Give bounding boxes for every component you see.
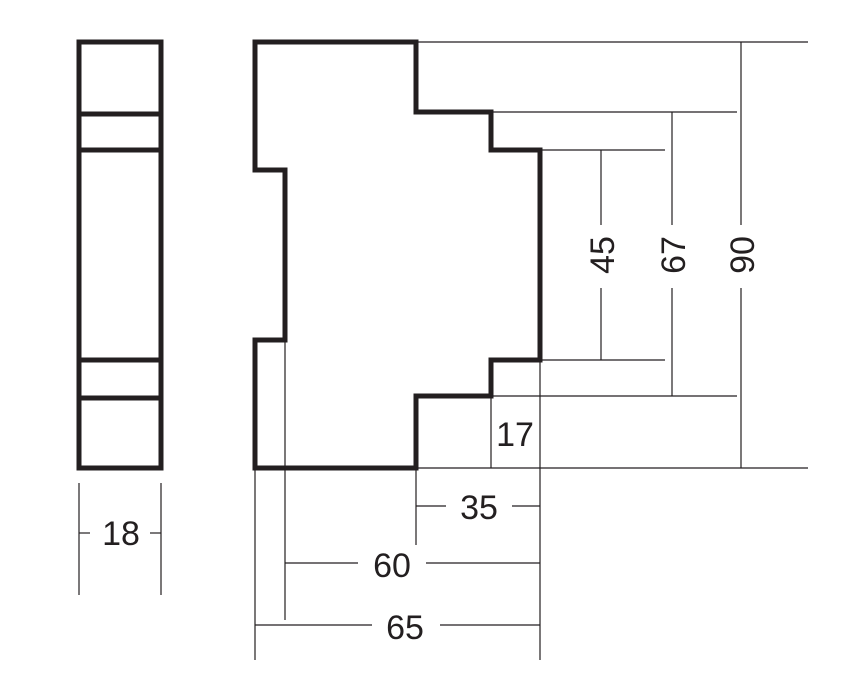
side-profile [252, 39, 543, 471]
dim-67: 67 [655, 236, 693, 274]
depth-dimensions: 35 60 65 17 [254, 340, 541, 660]
dim-60: 60 [373, 547, 411, 585]
dim-90: 90 [724, 236, 762, 274]
dim-18: 18 [102, 515, 140, 553]
width-dimension: 18 [78, 483, 162, 595]
height-dimensions: 45 67 90 [416, 41, 808, 469]
dim-35: 35 [460, 489, 498, 527]
front-view [76, 39, 164, 471]
dim-65: 65 [386, 609, 424, 647]
dim-17: 17 [496, 416, 534, 454]
dim-45: 45 [584, 236, 622, 274]
front-outline [76, 39, 164, 471]
